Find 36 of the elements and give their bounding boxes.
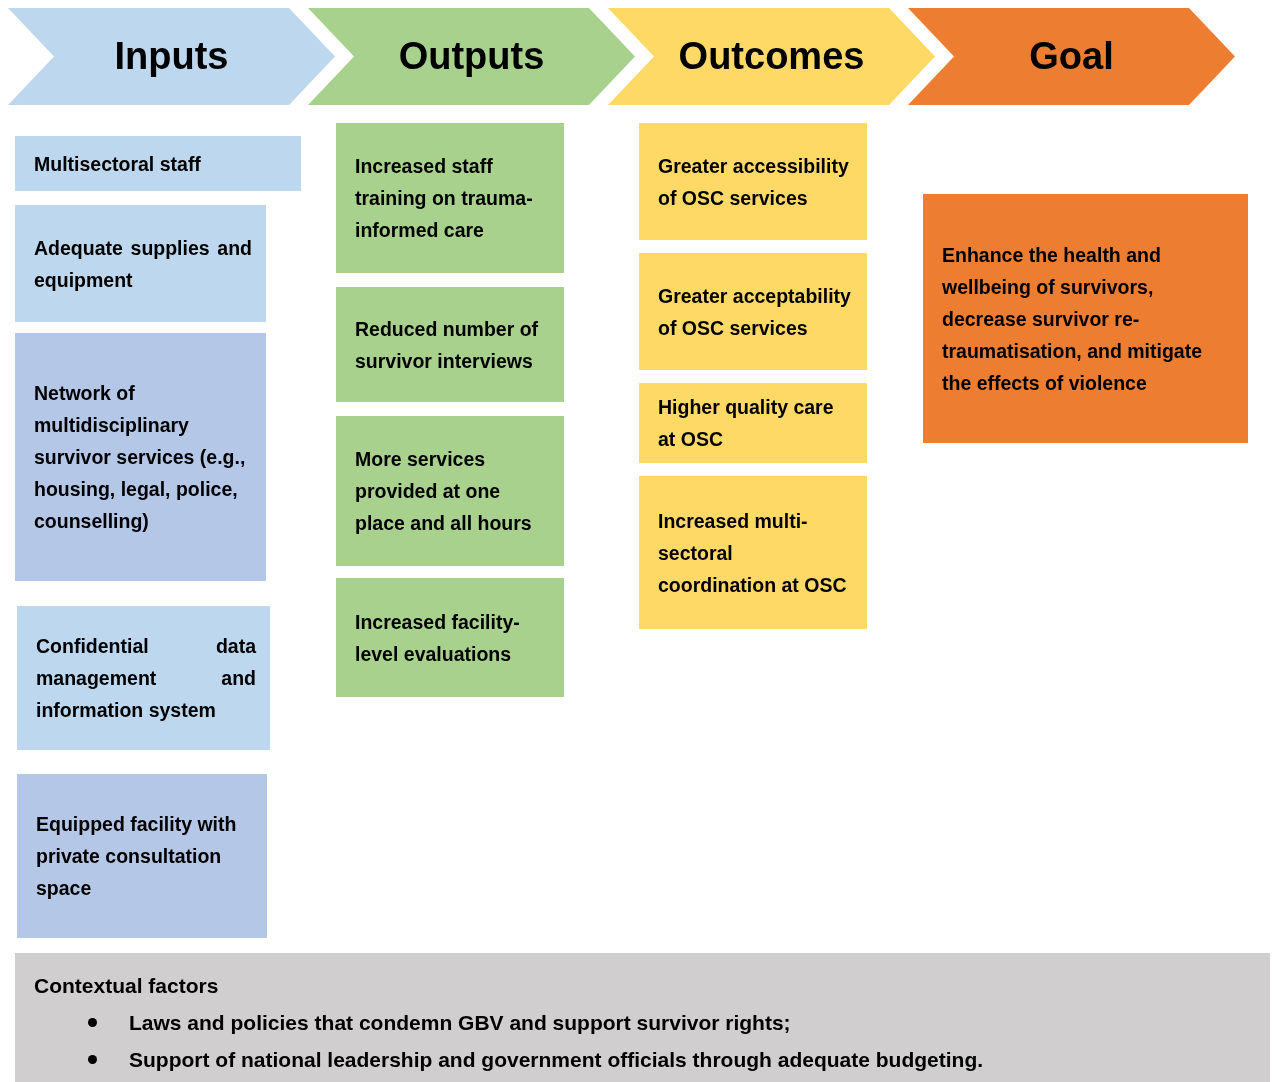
input-text: Adequate supplies and equipment [34, 235, 252, 293]
outcome-box [639, 253, 867, 370]
outcome-box [639, 123, 867, 240]
stage-heading: Goal [1029, 35, 1114, 78]
stage-heading: Inputs [114, 35, 229, 78]
goal-text: Enhance the health and wellbeing of survivors, decrease survivor re-traumatisation, and mitigate the effects of violence [942, 242, 1204, 396]
stage-heading: Outcomes [678, 35, 865, 78]
stage-heading: Outputs [398, 35, 545, 78]
outcome-text: Higher quality care at OSC [658, 395, 835, 452]
output-box [336, 287, 564, 402]
output-text: Reduced number of survivor interviews [355, 316, 540, 374]
input-box [15, 205, 266, 322]
outcome-text: Greater acceptability of OSC services [658, 283, 852, 341]
output-box [336, 416, 564, 566]
output-box [336, 123, 564, 273]
input-box [17, 606, 270, 750]
input-box [17, 774, 267, 938]
panel-heading: Contextual factors [34, 973, 220, 999]
outcome-text: Increased multi-sectoral coordination at OSC [658, 508, 848, 598]
input-text: Equipped facility with private consultation space [36, 812, 238, 901]
goal-box [923, 194, 1248, 443]
output-text: More services provided at one place and all hours [355, 447, 533, 536]
input-box [15, 333, 266, 581]
input-box [15, 136, 301, 191]
output-text: Increased facility-level evaluations [355, 609, 521, 667]
output-box [336, 578, 564, 697]
bullet-text: Laws and policies that condemn GBV and support survivor rights; [129, 1011, 791, 1034]
input-text: Confidential data management and information system [36, 634, 256, 723]
bullet-text: Support of national leadership and government officials through adequate budgeting. [129, 1048, 984, 1071]
outcome-text: Greater accessibility of OSC services [658, 153, 850, 211]
context-panel [15, 953, 1270, 1082]
outcome-box [639, 383, 867, 463]
input-text: Network of multidisciplinary survivor services (e.g., housing, legal, police, counselling) [34, 381, 247, 534]
outcome-box [639, 476, 867, 629]
input-text: Multisectoral staff [34, 151, 201, 177]
output-text: Increased staff training on trauma-informed care [355, 154, 534, 243]
